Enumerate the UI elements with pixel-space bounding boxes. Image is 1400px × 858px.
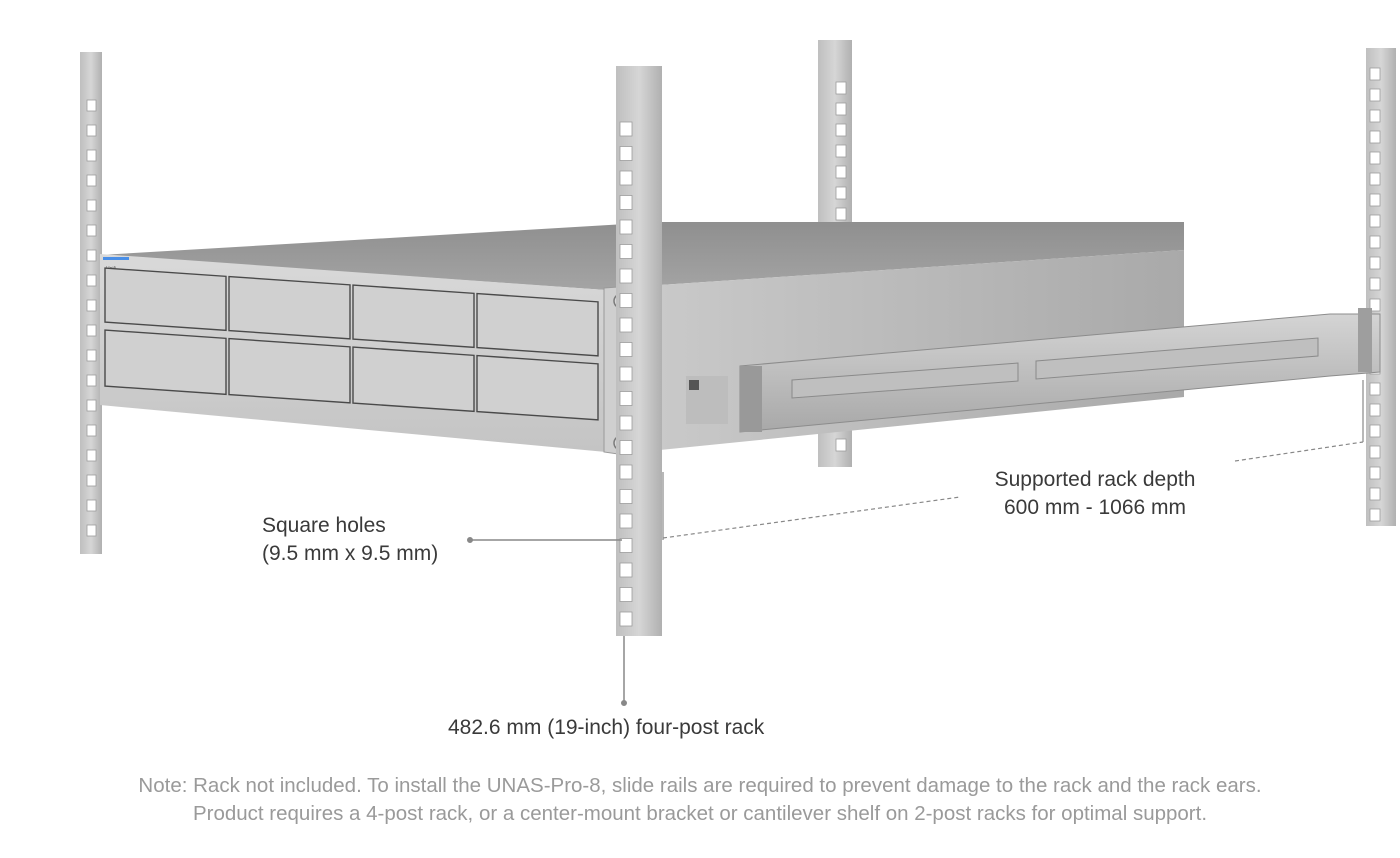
square-holes	[619, 121, 633, 627]
square-hole	[835, 165, 847, 179]
square-hole	[1369, 298, 1381, 312]
rear-right-post	[1366, 48, 1396, 526]
square-hole	[86, 224, 97, 237]
front-left-post	[80, 52, 102, 554]
square-holes-size: (9.5 mm x 9.5 mm)	[262, 542, 439, 565]
square-hole	[619, 538, 633, 553]
square-hole	[619, 513, 633, 529]
square-hole	[619, 587, 633, 602]
square-hole	[86, 374, 97, 387]
square-hole	[835, 81, 847, 95]
square-hole	[86, 199, 97, 212]
square-hole	[86, 149, 97, 162]
square-hole	[1369, 256, 1381, 270]
depth-dim-left	[662, 496, 961, 539]
square-hole	[86, 474, 97, 487]
square-hole	[1369, 424, 1381, 438]
square-hole	[835, 207, 847, 221]
square-hole	[86, 349, 97, 362]
square-hole	[86, 449, 97, 462]
square-hole	[619, 244, 633, 259]
square-hole	[835, 144, 847, 158]
square-hole	[1369, 466, 1381, 480]
square-hole	[619, 440, 633, 455]
slide-rail	[739, 308, 1381, 433]
square-hole	[1369, 151, 1381, 165]
square-hole	[86, 274, 97, 287]
depth-dim-right	[1234, 441, 1364, 462]
square-hole	[835, 123, 847, 137]
square-hole	[1369, 508, 1381, 522]
square-hole	[86, 324, 97, 337]
square-hole	[619, 562, 633, 578]
square-hole	[619, 317, 633, 333]
drive-bay	[228, 337, 351, 404]
square-hole	[86, 524, 97, 537]
square-hole	[1369, 67, 1381, 81]
drive-bay	[104, 329, 227, 396]
square-hole	[619, 268, 633, 284]
square-hole	[835, 102, 847, 116]
note-line-1: Note: Rack not included. To install the …	[138, 774, 1262, 797]
square-hole	[1369, 214, 1381, 228]
square-hole	[86, 399, 97, 412]
square-hole	[619, 611, 633, 627]
square-hole	[619, 219, 633, 235]
square-hole	[619, 415, 633, 431]
square-hole	[86, 299, 97, 312]
drive-bay	[352, 346, 475, 413]
drive-bay	[476, 292, 599, 357]
square-hole	[619, 293, 633, 308]
square-hole	[1369, 487, 1381, 501]
square-hole	[619, 121, 633, 137]
square-holes-label: Square holes (9.5 mm x 9.5 mm)	[262, 512, 438, 568]
drive-bay	[352, 284, 475, 349]
square-hole	[86, 249, 97, 262]
drive-bay	[104, 267, 227, 332]
square-hole	[619, 170, 633, 186]
installation-note: Note: Rack not included. To install the …	[0, 772, 1400, 828]
rack-depth-label: Supported rack depth 600 mm - 1066 mm	[975, 466, 1215, 522]
square-holes	[86, 99, 97, 537]
drive-bay	[476, 354, 599, 421]
rack-depth-title: Supported rack depth	[994, 468, 1196, 491]
square-hole	[86, 99, 97, 112]
square-hole	[1369, 109, 1381, 123]
square-hole	[1369, 403, 1381, 417]
square-hole	[619, 195, 633, 210]
square-hole	[619, 391, 633, 406]
square-hole	[835, 186, 847, 200]
square-hole	[835, 438, 847, 452]
rack-depth-range: 600 mm - 1066 mm	[1003, 496, 1187, 519]
square-hole	[619, 366, 633, 382]
square-hole	[1369, 382, 1381, 396]
square-hole	[1369, 88, 1381, 102]
drive-bay	[228, 275, 351, 340]
status-led-bar	[103, 257, 129, 260]
square-hole	[619, 464, 633, 480]
square-hole	[1369, 277, 1381, 291]
square-hole	[1369, 130, 1381, 144]
square-hole	[619, 489, 633, 504]
square-hole	[1369, 172, 1381, 186]
square-hole	[86, 174, 97, 187]
square-hole	[619, 342, 633, 357]
drive-bays	[104, 267, 599, 421]
rack-type-label: 482.6 mm (19-inch) four-post rack	[448, 716, 765, 739]
square-holes-title: Square holes	[262, 514, 386, 537]
annotation-lines	[467, 380, 1364, 706]
square-hole	[1369, 445, 1381, 459]
square-hole	[86, 124, 97, 137]
square-hole	[86, 499, 97, 512]
square-holes	[1369, 67, 1381, 522]
note-line-2: Product requires a 4-post rack, or a cen…	[192, 802, 1208, 825]
square-hole	[1369, 193, 1381, 207]
square-hole	[1369, 235, 1381, 249]
square-hole	[86, 424, 97, 437]
square-hole	[619, 146, 633, 161]
front-right-post	[616, 66, 662, 636]
